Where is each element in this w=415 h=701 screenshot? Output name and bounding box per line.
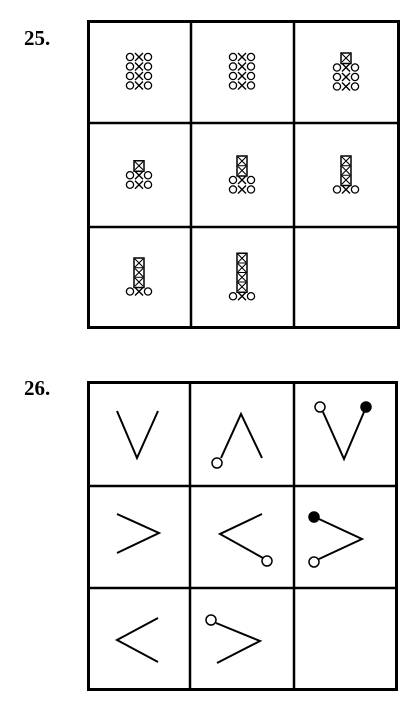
cell-r3c1 (125, 257, 153, 296)
open-circle-icon (246, 71, 256, 81)
cell-r2c1 (125, 160, 153, 190)
open-circle-icon (246, 81, 256, 90)
open-circle-icon (228, 71, 238, 81)
x-mark-icon (134, 81, 144, 90)
x-mark-icon (134, 71, 144, 81)
square-with-x-icon (236, 252, 248, 293)
open-circle-icon (308, 556, 320, 568)
cell-r1c1 (125, 52, 153, 90)
x-mark-icon (237, 62, 247, 71)
open-circle-icon (228, 185, 238, 194)
open-circle-icon (228, 52, 238, 62)
open-circle-icon (143, 81, 153, 90)
open-circle-icon (246, 175, 256, 185)
open-circle-icon (125, 62, 135, 71)
square-with-x-icon (340, 155, 352, 187)
cell-r1c2 (211, 411, 263, 469)
x-mark-icon (134, 52, 144, 62)
cell-r3c1 (114, 617, 159, 663)
problem-25-matrix (87, 20, 400, 329)
x-mark-icon (237, 81, 247, 90)
x-mark-icon (237, 185, 247, 194)
square-with-x-icon (236, 155, 248, 177)
open-circle-icon (143, 71, 153, 81)
chevron-left-shape (217, 513, 264, 559)
cell-r2c2 (217, 513, 273, 567)
chevron-right-shape (318, 518, 365, 560)
open-circle-icon (261, 555, 273, 567)
open-circle-icon (125, 81, 135, 90)
x-mark-icon (134, 180, 144, 190)
chevron-left-shape (114, 617, 159, 663)
square-with-x-icon (133, 257, 145, 289)
cell-r1c3 (314, 401, 372, 462)
cell-r2c2 (228, 155, 256, 194)
cell-r3c2 (205, 614, 263, 664)
open-circle-icon (332, 72, 342, 82)
open-circle-icon (246, 62, 256, 71)
open-circle-icon (125, 170, 135, 180)
problem-number-25: 25. (24, 26, 51, 50)
open-circle-icon (350, 72, 360, 82)
open-circle-icon (246, 291, 256, 301)
chevron-up-shape (220, 411, 263, 459)
open-circle-icon (143, 62, 153, 71)
open-circle-icon (125, 52, 135, 62)
open-circle-icon (125, 180, 135, 189)
x-mark-icon (237, 175, 247, 185)
open-circle-icon (228, 291, 238, 301)
open-circle-icon (246, 52, 256, 62)
open-circle-icon (314, 401, 326, 413)
open-circle-icon (143, 287, 153, 296)
open-circle-icon (350, 63, 360, 72)
open-circle-icon (350, 185, 360, 194)
x-mark-icon (237, 71, 247, 81)
cell-r2c3 (332, 155, 360, 194)
x-mark-icon (341, 72, 351, 82)
cell-r1c3 (332, 52, 360, 91)
open-circle-icon (332, 63, 342, 72)
square-with-x-icon (133, 160, 145, 172)
open-circle-icon (125, 287, 135, 296)
cell-r3c2 (228, 252, 256, 301)
open-circle-icon (143, 180, 153, 189)
open-circle-icon (228, 62, 238, 71)
open-circle-icon (211, 457, 223, 469)
problem-number-26: 26. (24, 376, 51, 400)
x-mark-icon (341, 82, 351, 91)
chevron-right-shape (215, 622, 263, 664)
open-circle-icon (228, 175, 238, 185)
cell-r2c3 (308, 511, 365, 568)
square-with-x-icon (340, 52, 352, 65)
problem-26-matrix (87, 381, 398, 691)
chevron-down-shape (322, 411, 365, 462)
open-circle-icon (205, 614, 217, 626)
x-mark-icon (134, 287, 144, 296)
cell-r1c2 (228, 52, 256, 90)
x-mark-icon (237, 52, 247, 62)
open-circle-icon (143, 52, 153, 62)
open-circle-icon (228, 81, 238, 90)
x-mark-icon (341, 185, 351, 194)
x-mark-icon (134, 62, 144, 71)
x-mark-icon (341, 63, 351, 72)
open-circle-icon (125, 71, 135, 81)
chevron-right-shape (116, 513, 162, 554)
open-circle-icon (143, 170, 153, 180)
cell-r1c1 (116, 410, 159, 461)
chevron-down-shape (116, 410, 159, 461)
open-circle-icon (332, 185, 342, 194)
x-mark-icon (237, 291, 247, 301)
open-circle-icon (332, 82, 342, 91)
filled-circle-icon (308, 511, 320, 523)
cell-r2c1 (116, 513, 162, 554)
open-circle-icon (350, 82, 360, 91)
open-circle-icon (246, 185, 256, 194)
filled-circle-icon (360, 401, 372, 413)
x-mark-icon (134, 170, 144, 180)
